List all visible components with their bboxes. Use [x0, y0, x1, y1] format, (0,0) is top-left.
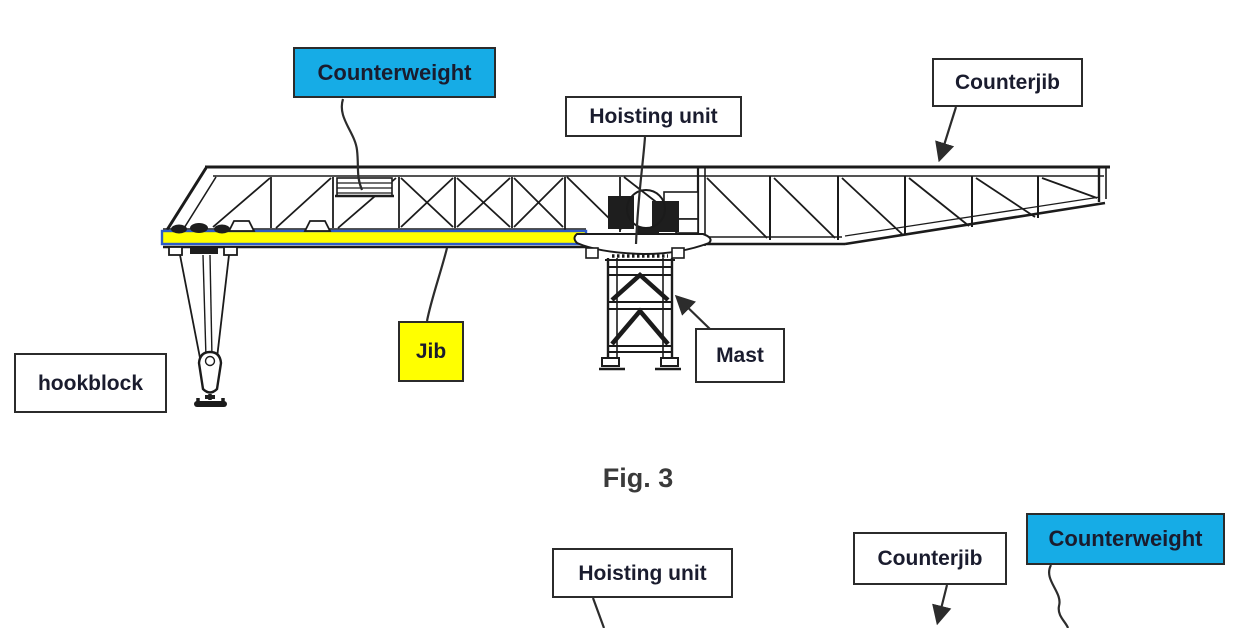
leader-counterweight-top — [340, 98, 364, 191]
rail-clamps — [227, 220, 332, 232]
turntable-platform — [573, 233, 712, 259]
hoisting-machinery — [608, 189, 699, 235]
leader-counterjib-bottom — [932, 584, 952, 626]
label-counterweight: Counterweight — [293, 47, 496, 98]
figure-caption: Fig. 3 — [602, 463, 674, 493]
leader-hoisting-unit-bottom — [591, 597, 606, 628]
leader-counterweight-bottom — [1048, 564, 1070, 628]
leader-lines — [340, 98, 1070, 628]
leader-mast — [674, 294, 713, 332]
label-hookblock: hookblock — [14, 353, 167, 413]
label-hoisting-unit-bottom: Hoisting unit — [552, 548, 733, 598]
leader-hoisting-unit-top — [634, 136, 647, 245]
hookblock-drawing — [168, 223, 238, 407]
label-mast: Mast — [695, 328, 785, 383]
label-counterweight-bottom: Counterweight — [1026, 513, 1225, 565]
counterweight-block — [335, 177, 394, 198]
mast-tower — [599, 258, 681, 371]
label-counterjib: Counterjib — [932, 58, 1083, 107]
label-hoisting-unit: Hoisting unit — [565, 96, 742, 137]
label-jib: Jib — [398, 321, 464, 382]
leader-counterjib-top — [935, 106, 958, 163]
label-counterjib-bottom: Counterjib — [853, 532, 1007, 585]
counterjib-truss — [700, 167, 1107, 246]
leader-jib — [425, 247, 449, 322]
